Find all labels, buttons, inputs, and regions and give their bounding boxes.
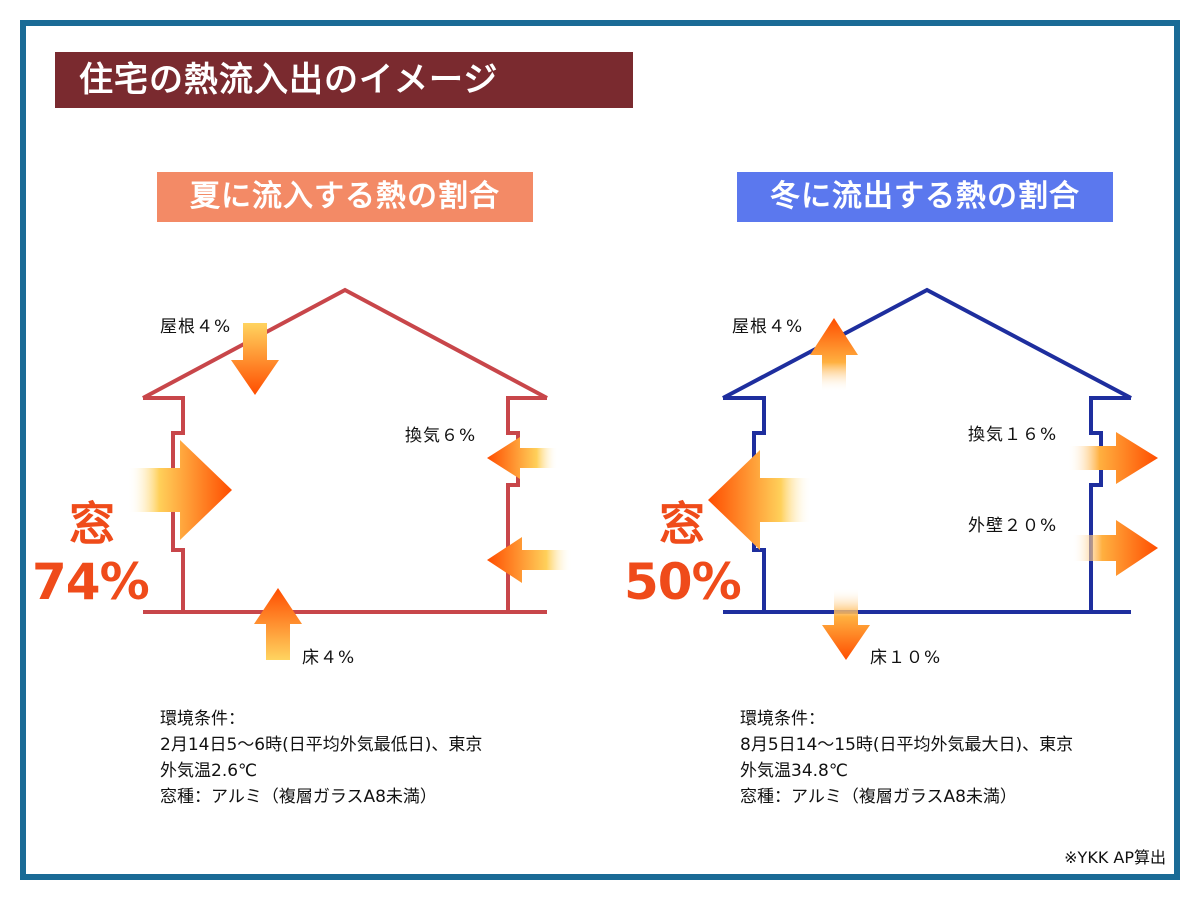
summer-house-left-wall	[143, 396, 185, 612]
winter-vent-label: 換気１６%	[968, 425, 1058, 445]
summer-house-outline	[142, 287, 548, 400]
summer-condition-line: 2月14日5～6時(日平均外気最低日)、東京	[160, 735, 483, 755]
summer-window-arrow-icon	[128, 440, 232, 540]
winter-panel-title: 冬に流出する熱の割合	[737, 172, 1113, 222]
summer-house-right-wall	[506, 396, 547, 612]
winter-condition-line: 環境条件：	[740, 709, 825, 729]
winter-wall-label: 外壁２０%	[968, 516, 1058, 536]
frame-border	[20, 20, 1180, 880]
winter-wall-arrow-icon	[1072, 520, 1158, 576]
winter-house-outline	[722, 287, 1132, 400]
winter-floor-label: 床１０%	[870, 648, 942, 668]
summer-condition-line: 窓種：アルミ（複層ガラスA8未満）	[160, 787, 437, 807]
summer-condition-line: 環境条件：	[160, 709, 245, 729]
summer-roof-label: 屋根４%	[160, 317, 232, 337]
winter-condition-line: 外気温34.8℃	[740, 761, 848, 781]
summer-floor-label: 床４%	[302, 648, 356, 668]
summer-panel-title: 夏に流入する熱の割合	[157, 172, 533, 222]
source-credit: ※YKK AP算出	[1064, 848, 1166, 867]
page-title: 住宅の熱流入出のイメージ	[55, 52, 633, 108]
winter-vent-arrow-icon	[1068, 432, 1158, 484]
winter-window-label: 窓	[659, 497, 705, 551]
winter-roof-arrow-icon	[810, 318, 858, 392]
winter-conditions: 環境条件： 8月5日14～15時(日平均外気最大日)、東京 外気温34.8℃ 窓…	[740, 706, 1073, 810]
winter-window-percent: 50%	[624, 553, 742, 611]
summer-house	[142, 287, 548, 614]
summer-wall-arrow-icon	[487, 537, 572, 583]
summer-roof-arrow-icon	[231, 323, 279, 395]
summer-conditions: 環境条件： 2月14日5～6時(日平均外気最低日)、東京 外気温2.6℃ 窓種：…	[160, 706, 482, 810]
summer-vent-label: 換気６%	[405, 426, 477, 446]
summer-condition-line: 外気温2.6℃	[160, 761, 258, 781]
winter-roof-label: 屋根４%	[732, 317, 804, 337]
summer-window-label: 窓	[69, 497, 115, 551]
winter-house	[722, 287, 1132, 614]
winter-house-left-wall	[723, 396, 766, 612]
winter-condition-line: 8月5日14～15時(日平均外気最大日)、東京	[740, 735, 1074, 755]
winter-window-arrow-icon	[708, 450, 812, 550]
summer-window-percent: 74%	[32, 553, 150, 611]
summer-floor-arrow-icon	[254, 588, 302, 660]
summer-vent-arrow-icon	[487, 437, 558, 479]
winter-house-right-wall	[1089, 396, 1131, 612]
winter-condition-line: 窓種：アルミ（複層ガラスA8未満）	[740, 787, 1017, 807]
winter-floor-arrow-icon	[822, 588, 870, 660]
